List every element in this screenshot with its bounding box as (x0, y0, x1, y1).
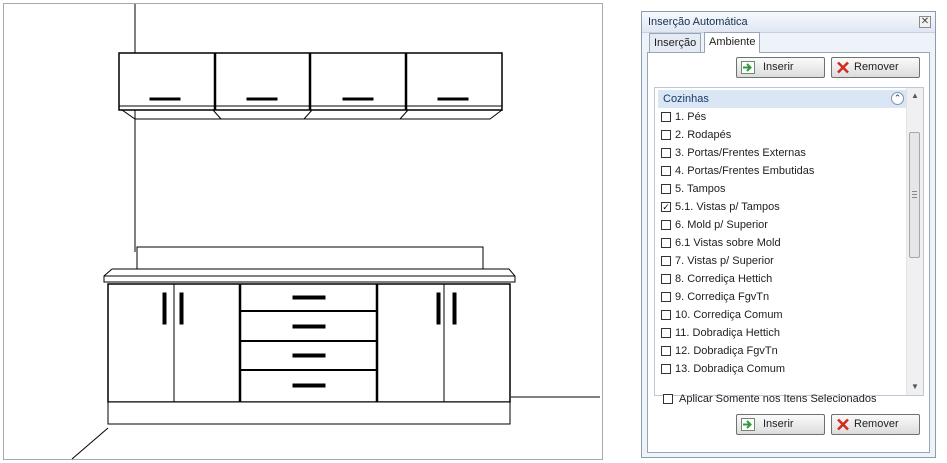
item-label: 12. Dobradiça FgvTn (675, 345, 778, 357)
item-label: 7. Vistas p/ Superior (675, 255, 774, 267)
insert-button-label: Inserir (763, 61, 794, 73)
backsplash (136, 246, 484, 270)
remove-icon (837, 61, 849, 74)
item-label: 2. Rodapés (675, 129, 732, 141)
item-label: 10. Corrediça Comum (675, 309, 783, 321)
remove-button-label: Remover (854, 418, 899, 430)
item-label: 5.1. Vistas p/ Tampos (675, 201, 780, 213)
tab-insercao-label: Inserção (654, 37, 697, 49)
tab-ambiente[interactable]: Ambiente (704, 32, 761, 53)
close-icon: ✕ (920, 16, 930, 27)
item-checkbox[interactable] (661, 112, 671, 122)
panel-title: Inserção Automática (648, 16, 748, 28)
item-checkbox[interactable] (661, 220, 671, 230)
apply-selected-checkbox[interactable] (663, 394, 673, 404)
item-checkbox[interactable] (661, 274, 671, 284)
upper-cabinets (118, 52, 503, 120)
item-checkbox[interactable] (661, 166, 671, 176)
group-header-cozinhas[interactable]: Cozinhas ⌃ (658, 90, 908, 108)
base-cabinets (107, 283, 511, 425)
remove-icon (837, 418, 849, 431)
item-checkbox[interactable] (661, 310, 671, 320)
insert-button-label: Inserir (763, 418, 794, 430)
item-checkbox[interactable] (661, 238, 671, 248)
remove-button-label: Remover (854, 61, 899, 73)
item-label: 8. Corrediça Hettich (675, 273, 773, 285)
item-checkbox[interactable] (661, 130, 671, 140)
group-title: Cozinhas (663, 93, 709, 105)
close-button[interactable]: ✕ (919, 16, 931, 28)
tab-insercao[interactable]: Inserção (649, 33, 702, 52)
drawing-viewport[interactable] (3, 3, 603, 460)
item-label: 13. Dobradiça Comum (675, 363, 786, 375)
insert-icon (741, 418, 755, 431)
insert-icon (741, 61, 755, 74)
insert-button-top[interactable]: Inserir (736, 57, 825, 78)
item-checkbox[interactable] (661, 346, 671, 356)
insert-button-bottom[interactable]: Inserir (736, 414, 825, 435)
item-label: 4. Portas/Frentes Embutidas (675, 165, 815, 177)
collapse-icon[interactable]: ⌃ (891, 92, 904, 105)
remove-button-top[interactable]: Remover (831, 57, 920, 78)
remove-button-bottom[interactable]: Remover (831, 414, 920, 435)
item-checkbox[interactable] (661, 184, 671, 194)
item-checkbox[interactable] (661, 292, 671, 302)
item-checkbox[interactable] (661, 256, 671, 266)
item-checkbox[interactable] (661, 148, 671, 158)
item-label: 11. Dobradiça Hettich (675, 327, 780, 339)
item-checkbox[interactable] (661, 328, 671, 338)
scroll-up-arrow-icon[interactable]: ▲ (911, 91, 919, 100)
item-label: 9. Corrediça FgvTn (675, 291, 770, 303)
item-label: 6.1 Vistas sobre Mold (675, 237, 781, 249)
vertical-scrollbar[interactable]: ▲ ▼ (906, 88, 923, 395)
floor-corner-line (71, 427, 109, 460)
item-checkbox[interactable]: ✓ (661, 202, 671, 212)
auto-insert-panel: Inserção Automática ✕ Inserção Ambiente … (641, 11, 936, 458)
item-label: 1. Pés (675, 111, 707, 123)
item-label: 5. Tampos (675, 183, 726, 195)
panel-titlebar[interactable]: Inserção Automática ✕ (642, 12, 935, 33)
tab-ambiente-label: Ambiente (709, 36, 756, 48)
items-listbox[interactable]: Cozinhas ⌃ 1. Pés 2. Rodapés 3. Portas/Fre… (654, 87, 924, 396)
item-checkbox[interactable] (661, 364, 671, 374)
scrollbar-thumb[interactable] (909, 132, 920, 258)
scroll-down-arrow-icon[interactable]: ▼ (911, 382, 919, 391)
apply-selected-label: Aplicar Somente nos Itens Selecionados (679, 393, 877, 405)
item-label: 3. Portas/Frentes Externas (675, 147, 806, 159)
collapse-glyph: ⌃ (893, 93, 902, 103)
kitchen-elevation-drawing (71, 4, 600, 460)
countertop (103, 268, 516, 283)
item-label: 6. Mold p/ Superior (675, 219, 768, 231)
